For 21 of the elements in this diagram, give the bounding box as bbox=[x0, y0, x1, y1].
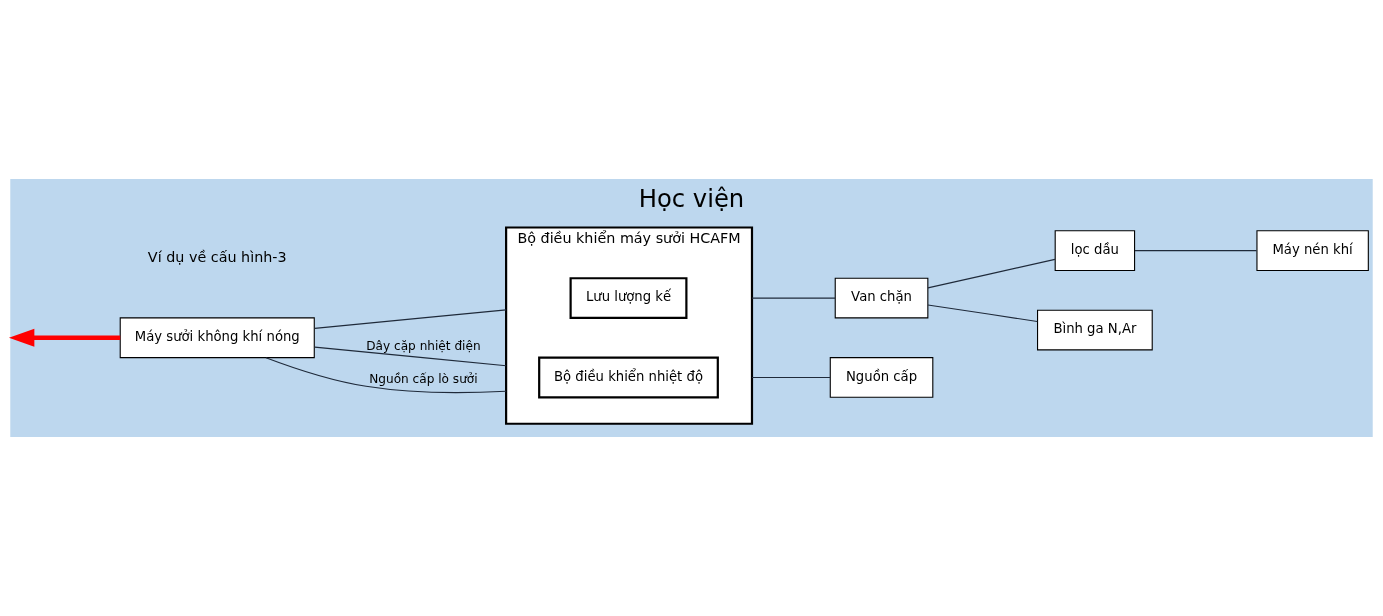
connector bbox=[927, 304, 1038, 323]
node-box: Máy sưởi không khí nóng bbox=[119, 317, 315, 359]
node-box: Van chặn bbox=[834, 277, 929, 319]
connector bbox=[314, 346, 507, 367]
node-box: Bình ga N,Ar bbox=[1037, 309, 1153, 351]
diagram-title: Học viện bbox=[638, 184, 745, 214]
node-box: Bộ điều khiển nhiệt độ bbox=[538, 356, 719, 399]
node-box: lọc dầu bbox=[1054, 230, 1136, 272]
connector bbox=[265, 357, 507, 394]
connector bbox=[751, 376, 831, 378]
connector bbox=[751, 297, 836, 299]
node-box: Máy nén khí bbox=[1256, 230, 1369, 272]
node-box: Nguồn cấp bbox=[829, 357, 934, 398]
connector bbox=[314, 309, 507, 329]
node-box: Lưu lượng kế bbox=[569, 277, 688, 320]
connector bbox=[1134, 250, 1258, 252]
connector bbox=[927, 258, 1056, 289]
edge-label: Dây cặp nhiệt điện bbox=[366, 338, 481, 353]
edge-label: Nguồn cấp lò sưởi bbox=[369, 371, 478, 386]
arrow bbox=[8, 328, 121, 347]
label: Ví dụ về cấu hình-3 bbox=[147, 249, 287, 266]
